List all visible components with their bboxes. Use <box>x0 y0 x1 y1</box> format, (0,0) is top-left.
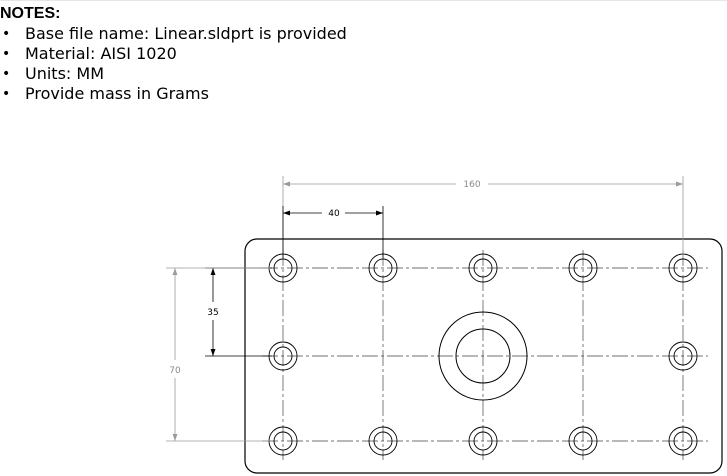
sheet-top-border <box>0 0 727 1</box>
note-item-4: • Provide mass in Grams <box>0 84 420 104</box>
hole-r3c4 <box>568 426 598 456</box>
dimension-40-label: 40 <box>328 209 340 219</box>
notes-list: • Base file name: Linear.sldprt is provid… <box>0 24 420 104</box>
center-boss <box>438 311 528 401</box>
hole-r1c3 <box>468 253 498 283</box>
note-item-1: • Base file name: Linear.sldprt is provid… <box>0 24 420 44</box>
bullet-icon: • <box>2 46 11 62</box>
dimension-70-label: 70 <box>169 366 181 376</box>
dimension-160: 160 <box>282 176 684 258</box>
note-text: Material: AISI 1020 <box>25 44 177 63</box>
dimension-160-label: 160 <box>463 180 480 190</box>
notes-block: NOTES: • Base file name: Linear.sldprt is… <box>0 4 420 104</box>
note-text: Provide mass in Grams <box>25 84 209 103</box>
hole-r1c4 <box>568 253 598 283</box>
hole-r2c5 <box>668 341 698 371</box>
bullet-icon: • <box>2 86 11 102</box>
note-item-2: • Material: AISI 1020 <box>0 44 420 64</box>
hole-r3c5 <box>668 426 698 456</box>
hole-r3c2 <box>368 426 398 456</box>
dimension-35-label: 35 <box>207 308 218 318</box>
dimension-35: 35 <box>205 267 272 357</box>
hole-r3c3 <box>468 426 498 456</box>
note-item-3: • Units: MM <box>0 64 420 84</box>
notes-title: NOTES: <box>0 5 61 22</box>
dimension-70: 70 <box>166 267 270 442</box>
note-text: Base file name: Linear.sldprt is provide… <box>25 24 347 43</box>
note-text: Units: MM <box>25 64 104 83</box>
dimension-40: 40 <box>282 206 384 258</box>
center-lines <box>262 250 708 460</box>
bullet-icon: • <box>2 26 11 42</box>
bullet-icon: • <box>2 66 11 82</box>
